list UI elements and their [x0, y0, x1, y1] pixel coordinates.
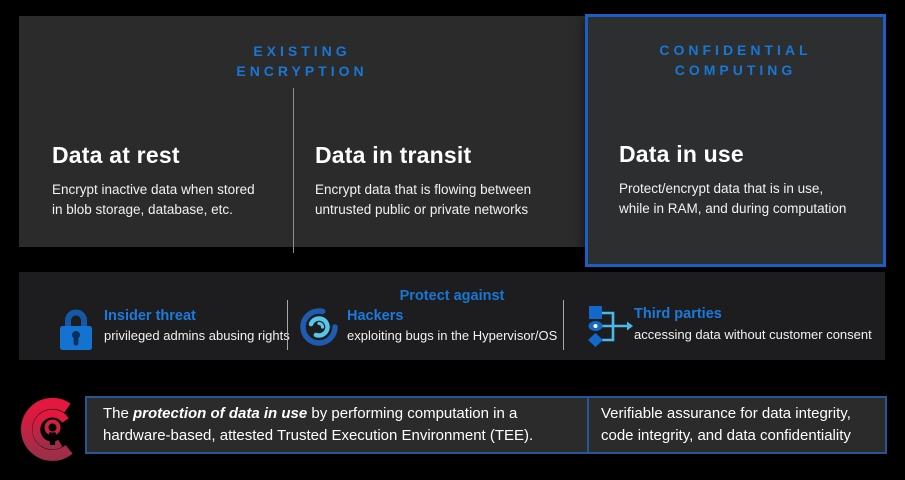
tee-definition-line1: The protection of data in use by perform… — [103, 403, 589, 425]
insider-threat-label: Insider threat — [104, 308, 196, 324]
tee-definition-box: The protection of data in use by perform… — [85, 396, 591, 454]
hacker-swirl-icon — [296, 304, 342, 355]
hackers-label: Hackers — [347, 308, 404, 324]
definition-rest: by performing computation in a — [307, 404, 518, 422]
data-at-rest-column: Data at rest Encrypt inactive data when … — [52, 142, 292, 219]
hackers-item: Hackers exploiting bugs in the Hyperviso… — [347, 308, 557, 343]
confidential-computing-consortium-logo — [16, 391, 89, 473]
data-in-use-column: Data in use Protect/encrypt data that is… — [619, 141, 869, 218]
verifiable-assurance-text: Verifiable assurance for data integrity,… — [601, 404, 851, 444]
data-in-transit-column: Data in transit Encrypt data that is flo… — [315, 142, 573, 219]
tee-definition-line2: hardware-based, attested Trusted Executi… — [103, 427, 534, 444]
lock-icon — [57, 306, 95, 357]
protect-against-title: Protect against — [399, 288, 505, 304]
confidential-computing-box: CONFIDENTIAL COMPUTING Data in use Prote… — [585, 14, 886, 267]
data-in-use-body: Protect/encrypt data that is in use, whi… — [619, 181, 847, 216]
data-in-use-title: Data in use — [619, 141, 744, 167]
data-in-transit-title: Data in transit — [315, 142, 472, 168]
definition-prefix: The — [103, 404, 134, 422]
data-at-rest-title: Data at rest — [52, 142, 180, 168]
item-divider — [563, 300, 564, 350]
existing-encryption-panel: EXISTING ENCRYPTION Data at rest Encrypt… — [19, 16, 585, 253]
data-in-transit-body: Encrypt data that is flowing between unt… — [315, 182, 532, 217]
third-parties-item: Third parties accessing data without cus… — [634, 306, 872, 342]
item-divider — [287, 300, 288, 350]
third-parties-label: Third parties — [634, 306, 722, 322]
hackers-description: exploiting bugs in the Hypervisor/OS — [347, 328, 558, 343]
insider-threat-item: Insider threat privileged admins abusing… — [104, 308, 290, 343]
confidential-computing-header: CONFIDENTIAL COMPUTING — [659, 42, 812, 79]
third-parties-description: accessing data without customer consent — [634, 327, 872, 342]
existing-encryption-header: EXISTING ENCRYPTION — [236, 43, 368, 80]
protect-against-panel: Protect against Insider threat privilege… — [19, 272, 885, 360]
verifiable-assurance-box: Verifiable assurance for data integrity,… — [587, 396, 887, 454]
data-at-rest-body: Encrypt inactive data when stored in blo… — [52, 182, 255, 217]
column-divider — [293, 88, 294, 253]
definition-emphasis: protection of data in use — [133, 404, 308, 422]
flow-branch-icon — [586, 304, 636, 355]
insider-threat-description: privileged admins abusing rights — [104, 328, 290, 343]
